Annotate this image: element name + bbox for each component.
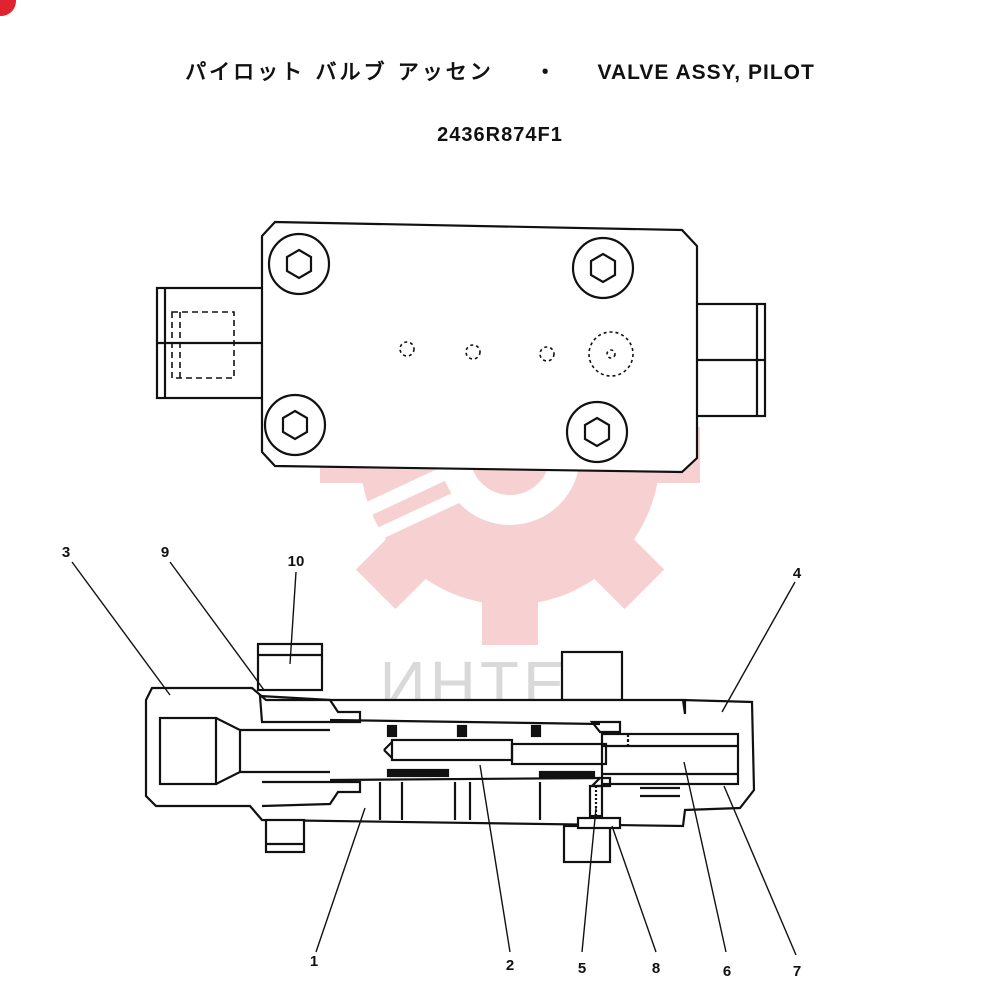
part-number: 2436R874F1 — [437, 124, 563, 146]
top-view-bolts — [263, 232, 635, 464]
title-separator: ・ — [534, 61, 557, 84]
callout-8: 8 — [652, 960, 660, 977]
callout-2: 2 — [506, 957, 514, 974]
top-view — [155, 220, 767, 474]
title-english: VALVE ASSY, PILOT — [597, 61, 815, 84]
callout-4: 4 — [793, 565, 802, 582]
leader-lines — [71, 561, 797, 956]
callout-6: 6 — [723, 963, 731, 980]
title-japanese: パイロット バルブ アッセン — [185, 60, 494, 84]
callout-5: 5 — [578, 960, 586, 977]
section-view — [144, 642, 756, 864]
callouts: 3 9 10 4 1 2 5 8 6 7 — [62, 544, 802, 980]
callout-9: 9 — [161, 544, 169, 561]
callout-10: 10 — [288, 553, 305, 570]
callout-1: 1 — [310, 953, 318, 970]
callout-3: 3 — [62, 544, 70, 561]
page-title: パイロット バルブ アッセン ・ VALVE ASSY, PILOT — [0, 56, 1000, 86]
callout-7: 7 — [793, 963, 801, 980]
top-view-ports — [399, 331, 634, 377]
